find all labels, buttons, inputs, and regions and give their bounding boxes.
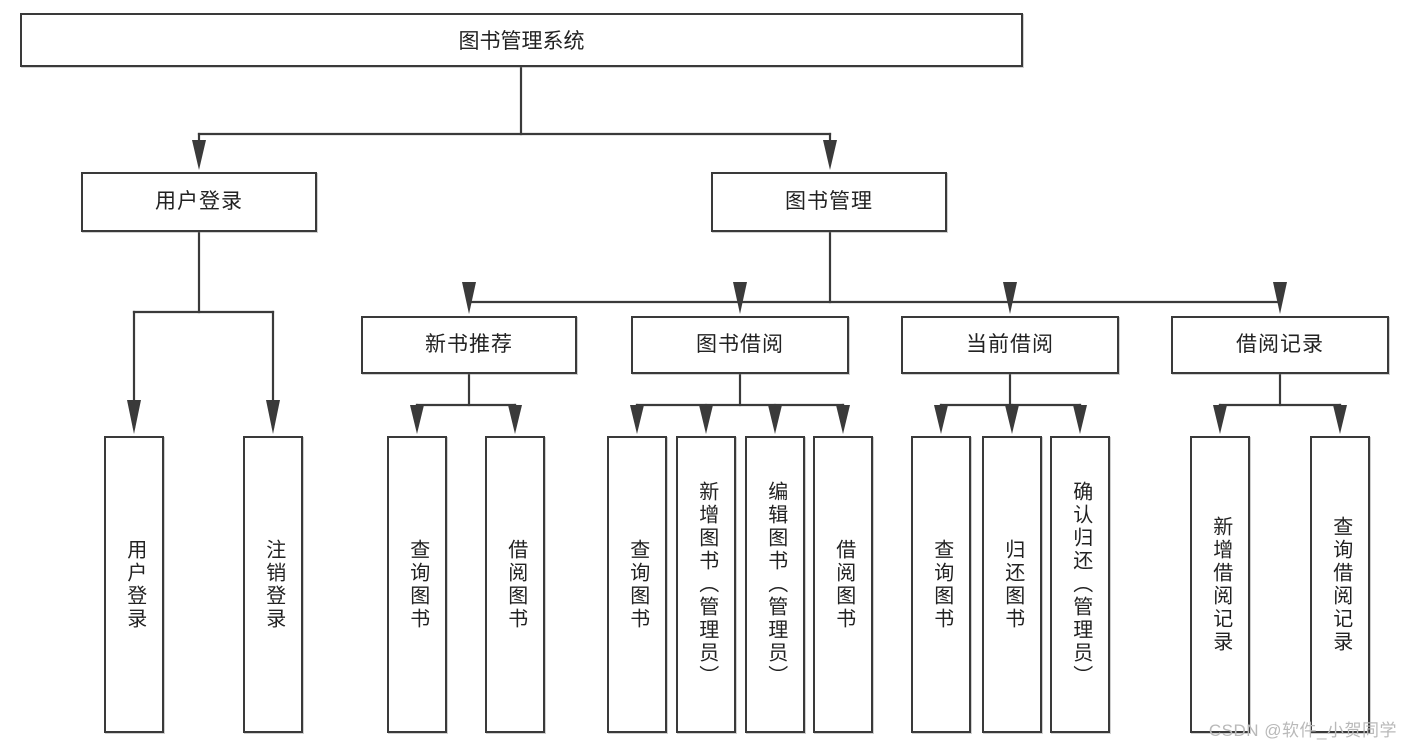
- leaf-user-login-inner: 用户登录: [108, 444, 160, 725]
- leaf-borrow-book-newbook[interactable]: 借阅图书: [485, 436, 545, 733]
- leaf-query-book-current-label: 查询图书: [930, 538, 953, 631]
- node-user-login[interactable]: 用户登录: [81, 172, 317, 232]
- leaf-confirm-return-admin-inner: 确认归还（管理员）: [1054, 444, 1106, 725]
- leaf-logout[interactable]: 注销登录: [243, 436, 303, 733]
- leaf-query-book-current-inner: 查询图书: [915, 444, 967, 725]
- leaf-edit-book-admin-label: 编辑图书（管理员）: [764, 481, 787, 688]
- leaf-borrow-book-label: 借阅图书: [832, 538, 855, 631]
- leaf-borrow-book[interactable]: 借阅图书: [813, 436, 873, 733]
- node-book-management-label: 图书管理: [785, 190, 873, 214]
- leaf-return-book-label: 归还图书: [1001, 538, 1024, 631]
- node-borrow-record-label: 借阅记录: [1236, 333, 1324, 357]
- leaf-query-book-borrow-inner: 查询图书: [611, 444, 663, 725]
- leaf-logout-inner: 注销登录: [247, 444, 299, 725]
- leaf-query-borrow-record[interactable]: 查询借阅记录: [1310, 436, 1370, 733]
- leaf-edit-book-admin[interactable]: 编辑图书（管理员）: [745, 436, 805, 733]
- leaf-query-book-borrow[interactable]: 查询图书: [607, 436, 667, 733]
- node-borrow-record[interactable]: 借阅记录: [1171, 316, 1389, 374]
- leaf-query-book-newbook-label: 查询图书: [406, 538, 429, 631]
- node-user-login-label: 用户登录: [155, 190, 243, 214]
- node-root[interactable]: 图书管理系统: [20, 13, 1023, 67]
- node-book-borrow-label: 图书借阅: [696, 333, 784, 357]
- leaf-query-book-current[interactable]: 查询图书: [911, 436, 971, 733]
- node-new-book-recommend[interactable]: 新书推荐: [361, 316, 577, 374]
- leaf-query-borrow-record-label: 查询借阅记录: [1329, 515, 1352, 654]
- leaf-borrow-book-inner: 借阅图书: [817, 444, 869, 725]
- node-new-book-recommend-label: 新书推荐: [425, 333, 513, 357]
- leaf-return-book-inner: 归还图书: [986, 444, 1038, 725]
- leaf-borrow-book-newbook-label: 借阅图书: [504, 538, 527, 631]
- node-current-borrow-label: 当前借阅: [966, 333, 1054, 357]
- leaf-borrow-book-newbook-inner: 借阅图书: [489, 444, 541, 725]
- leaf-edit-book-admin-inner: 编辑图书（管理员）: [749, 444, 801, 725]
- leaf-confirm-return-admin[interactable]: 确认归还（管理员）: [1050, 436, 1110, 733]
- leaf-query-borrow-record-inner: 查询借阅记录: [1314, 444, 1366, 725]
- leaf-query-book-borrow-label: 查询图书: [626, 538, 649, 631]
- leaf-add-borrow-record-inner: 新增借阅记录: [1194, 444, 1246, 725]
- leaf-add-book-admin-label: 新增图书（管理员）: [695, 481, 718, 688]
- watermark: CSDN @软件_小贺同学: [1208, 721, 1397, 740]
- leaf-return-book[interactable]: 归还图书: [982, 436, 1042, 733]
- leaf-query-book-newbook-inner: 查询图书: [391, 444, 443, 725]
- node-book-management[interactable]: 图书管理: [711, 172, 947, 232]
- leaf-add-book-admin[interactable]: 新增图书（管理员）: [676, 436, 736, 733]
- leaf-query-book-newbook[interactable]: 查询图书: [387, 436, 447, 733]
- leaf-confirm-return-admin-label: 确认归还（管理员）: [1069, 481, 1092, 688]
- node-root-label: 图书管理系统: [458, 30, 585, 53]
- leaf-add-borrow-record-label: 新增借阅记录: [1209, 515, 1232, 654]
- leaf-logout-label: 注销登录: [262, 538, 285, 631]
- leaf-add-book-admin-inner: 新增图书（管理员）: [680, 444, 732, 725]
- leaf-user-login-label: 用户登录: [123, 538, 146, 631]
- leaf-user-login[interactable]: 用户登录: [104, 436, 164, 733]
- leaf-add-borrow-record[interactable]: 新增借阅记录: [1190, 436, 1250, 733]
- node-current-borrow[interactable]: 当前借阅: [901, 316, 1119, 374]
- node-book-borrow[interactable]: 图书借阅: [631, 316, 849, 374]
